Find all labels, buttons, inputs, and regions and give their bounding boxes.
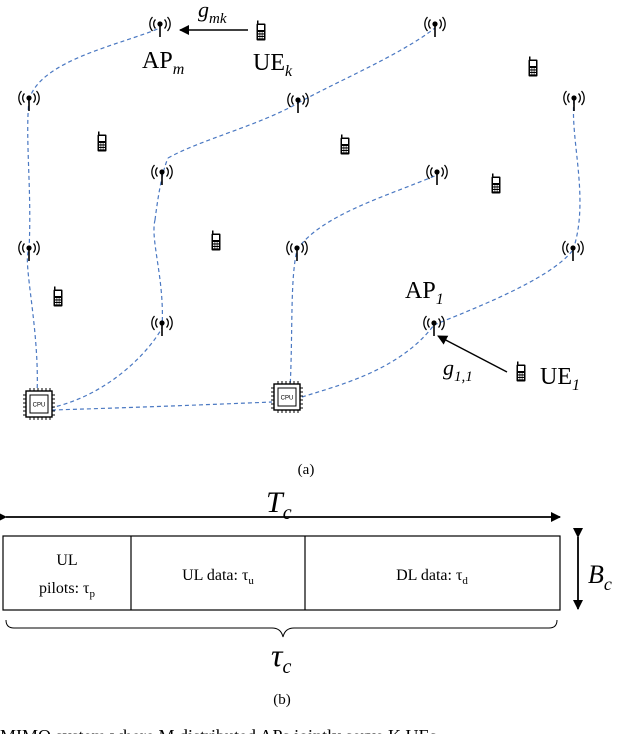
fronthaul-link-4 — [49, 327, 163, 409]
ap-icon — [18, 90, 40, 112]
g-11-label: g1,1 — [443, 355, 473, 385]
ue-icon — [491, 173, 501, 194]
channel-arrow-g11 — [437, 335, 508, 373]
ue-k-label: UEk — [253, 50, 293, 80]
ue-icon — [340, 134, 350, 155]
svg-text:CPU: CPU — [281, 396, 294, 402]
fronthaul-link-10 — [289, 249, 298, 391]
dl-data-label: DL data: τd — [396, 567, 468, 587]
fronthaul-link-8 — [297, 27, 436, 104]
fronthaul-link-2 — [27, 99, 31, 251]
ue-icon — [53, 286, 63, 307]
ap-1-label: AP1 — [405, 278, 444, 308]
ue-icon — [516, 361, 526, 382]
fronthaul-link-13 — [433, 249, 574, 326]
tc-label: Tc — [266, 486, 292, 524]
bc-label: Bc — [588, 560, 612, 594]
ap-icon — [563, 90, 585, 112]
coherence-block — [2, 535, 561, 611]
ap-icon — [149, 16, 171, 38]
ue-1-label: UE1 — [540, 364, 580, 394]
g-mk-label: gmk — [198, 0, 227, 27]
panel-b-coherence-block: Tc UL pilots: τp UL data: τu DL data: τd… — [0, 486, 612, 708]
ue-icon — [256, 20, 266, 41]
cpu-chip-icon: CPU — [22, 387, 56, 421]
fronthaul-link-3 — [28, 27, 161, 101]
ap-icon — [18, 240, 40, 262]
bottom-brace — [5, 619, 558, 638]
ap-icon — [426, 164, 448, 186]
ap-icon — [424, 16, 446, 38]
caption-b: (b) — [273, 692, 291, 708]
svg-text:CPU: CPU — [33, 403, 46, 409]
ap-m-label: APm — [142, 48, 184, 78]
fronthaul-link-1 — [26, 249, 38, 396]
ap-icon — [286, 240, 308, 262]
ul-pilots-line2: pilots: τp — [39, 580, 95, 600]
ue-icon — [97, 131, 107, 152]
ul-data-label: UL data: τu — [182, 567, 254, 587]
ap-icon — [287, 92, 309, 114]
fronthaul-link-9 — [51, 401, 273, 411]
figure-caption-fragment: MIMO system where M distributed APs join… — [0, 726, 436, 734]
panel-a-network: CPU CPU gmk APm UEk AP1 g1,1 UE1 (a) — [18, 0, 585, 478]
fronthaul-link-11 — [296, 174, 438, 251]
fronthaul-link-14 — [572, 99, 581, 251]
fronthaul-links — [26, 27, 581, 411]
ue-icon — [211, 230, 221, 251]
fronthaul-link-12 — [301, 324, 435, 398]
ap-icon — [151, 164, 173, 186]
ul-pilots-line1: UL — [56, 552, 77, 569]
tau-c-label: τc — [271, 637, 291, 678]
cpu-chip-icon: CPU — [270, 380, 304, 414]
fronthaul-link-7 — [167, 102, 299, 159]
caption-a: (a) — [298, 462, 315, 478]
ue-icon — [528, 56, 538, 77]
fronthaul-link-5 — [153, 219, 164, 329]
